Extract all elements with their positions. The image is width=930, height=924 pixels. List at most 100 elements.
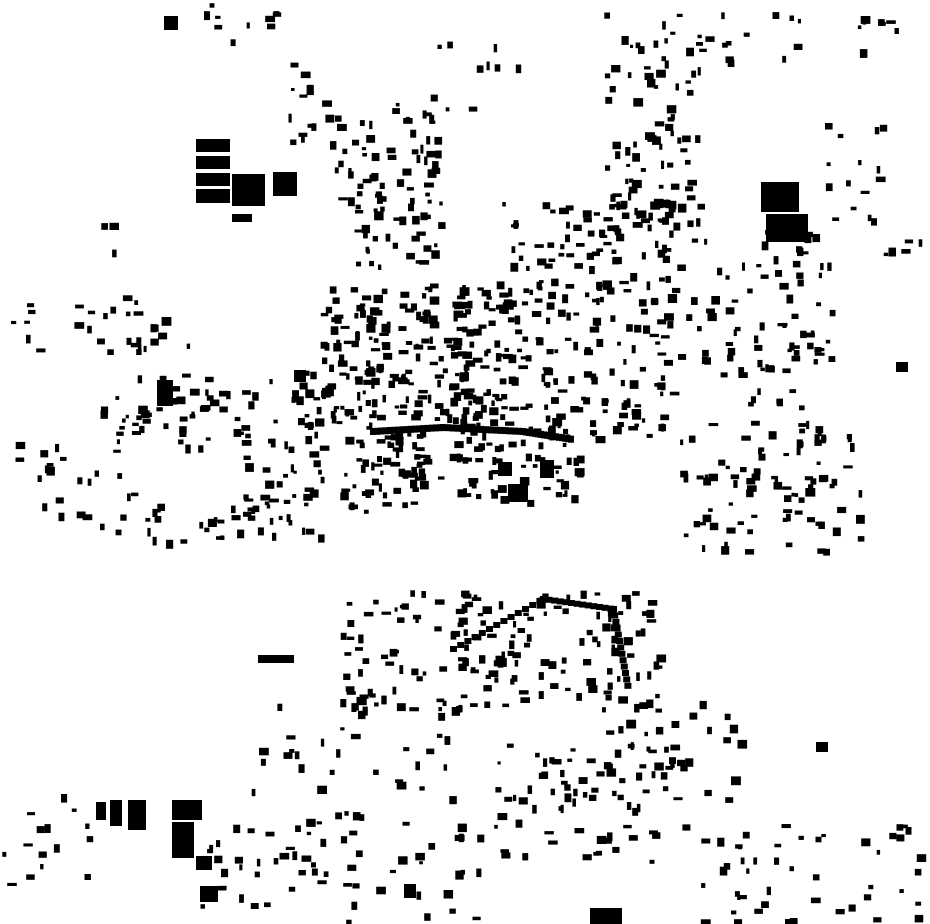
building	[526, 634, 532, 642]
building	[561, 780, 568, 785]
building	[796, 272, 804, 279]
building	[623, 359, 627, 365]
building	[449, 385, 457, 391]
building	[517, 628, 525, 633]
building	[316, 821, 322, 825]
building	[583, 397, 591, 405]
building	[653, 85, 659, 89]
building	[860, 16, 871, 24]
building	[27, 303, 35, 308]
building	[347, 620, 355, 627]
building	[422, 317, 429, 324]
building	[315, 418, 325, 427]
building	[309, 489, 319, 498]
building	[26, 334, 31, 344]
building	[522, 336, 529, 342]
building	[36, 826, 45, 834]
building	[349, 366, 358, 371]
building	[156, 407, 163, 412]
building	[618, 726, 624, 734]
building	[612, 426, 622, 435]
building	[626, 163, 631, 167]
building	[204, 527, 210, 533]
building	[513, 621, 517, 628]
building	[500, 618, 508, 624]
building	[386, 328, 391, 334]
building	[631, 179, 642, 189]
building	[611, 249, 617, 254]
building	[589, 326, 600, 333]
building	[439, 201, 443, 206]
building	[336, 339, 341, 346]
building	[595, 321, 599, 327]
building	[556, 598, 564, 605]
building	[731, 299, 739, 303]
building	[332, 297, 340, 304]
building	[596, 771, 605, 777]
building	[687, 179, 697, 186]
building	[409, 472, 418, 478]
building	[348, 504, 358, 510]
building	[355, 850, 363, 858]
building	[619, 657, 627, 664]
building	[459, 425, 466, 432]
building	[290, 139, 297, 146]
building	[820, 348, 825, 352]
building	[410, 303, 417, 311]
building	[373, 309, 383, 316]
building	[426, 748, 435, 755]
building	[810, 897, 821, 904]
building	[726, 527, 736, 534]
building	[540, 596, 547, 602]
building	[336, 421, 343, 425]
building	[743, 32, 750, 37]
building	[501, 394, 508, 400]
building	[362, 390, 366, 395]
building	[789, 866, 794, 872]
building	[508, 354, 517, 364]
building	[628, 835, 638, 841]
building	[606, 730, 615, 735]
building	[653, 40, 659, 48]
building	[606, 287, 615, 295]
building	[695, 135, 701, 143]
building	[299, 382, 308, 390]
building	[373, 317, 377, 325]
building	[551, 759, 562, 765]
building	[502, 703, 510, 708]
building	[535, 752, 540, 758]
building	[647, 671, 652, 680]
building	[616, 638, 623, 644]
building	[410, 501, 419, 505]
building	[327, 383, 337, 390]
building	[708, 473, 718, 482]
building	[498, 601, 504, 610]
building	[115, 396, 120, 400]
building	[360, 310, 366, 318]
building	[231, 515, 241, 521]
building	[416, 464, 423, 468]
building	[411, 235, 420, 242]
building	[740, 467, 747, 473]
building	[378, 483, 382, 492]
building	[534, 298, 543, 303]
building	[876, 849, 881, 855]
building	[858, 160, 862, 166]
building	[666, 105, 677, 114]
building	[417, 395, 428, 400]
building	[412, 215, 420, 225]
building	[119, 426, 125, 430]
building	[239, 864, 243, 871]
building	[461, 414, 468, 423]
building	[791, 355, 801, 362]
building	[82, 514, 93, 521]
building	[466, 388, 475, 393]
building	[245, 463, 254, 472]
building	[677, 759, 686, 767]
building	[497, 426, 504, 434]
building	[761, 182, 799, 212]
building	[296, 396, 304, 406]
building	[15, 457, 25, 462]
building	[799, 251, 809, 255]
building	[462, 658, 469, 667]
